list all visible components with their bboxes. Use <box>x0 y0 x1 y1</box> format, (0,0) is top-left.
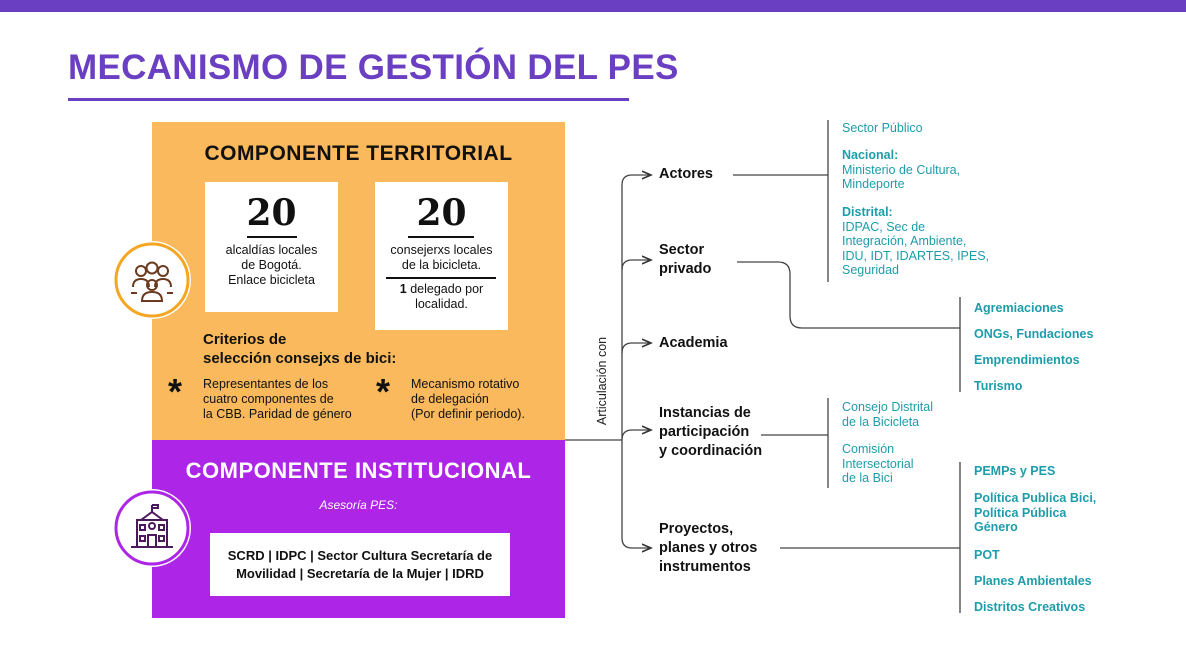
privado-item: ONGs, Fundaciones <box>974 327 1094 341</box>
consejo-distrital: Consejo Distrital de la Bicicleta <box>842 400 933 429</box>
arrow-proyectos <box>621 537 651 548</box>
politica-line: Política Pública <box>974 505 1067 520</box>
title-underline <box>68 98 629 101</box>
page-title: MECANISMO DE GESTIÓN DEL PES <box>68 48 679 87</box>
consejerxs-box <box>375 182 508 330</box>
criteria-title-line: selección consejxs de bici: <box>203 350 397 367</box>
category-sector-privado-line: Sector <box>659 242 705 258</box>
proyectos-item-politica: Política Publica Bici, Política Pública … <box>974 491 1096 535</box>
distrital-line: Integración, Ambiente, <box>842 234 967 248</box>
alcaldias-number-line <box>247 236 297 238</box>
criterion-1-line: Representantes de los <box>203 377 329 391</box>
alcaldias-text-line: de Bogotá. <box>241 258 302 272</box>
delegado-count: 1 <box>399 282 407 296</box>
alcaldias-text-line: alcaldías locales <box>225 243 318 257</box>
criteria-title: Criterios de selección consejxs de bici: <box>203 330 396 368</box>
comision-line: Intersectorial <box>842 456 914 471</box>
privado-item: Emprendimientos <box>974 353 1080 367</box>
proyectos-item-distritos: Distritos Creativos <box>974 600 1086 614</box>
top-accent-bar <box>0 0 1186 12</box>
delegado-line: 1 delegado por <box>375 282 508 297</box>
school-building-icon <box>113 489 191 567</box>
territorial-title: COMPONENTE TERRITORIAL <box>204 142 513 165</box>
asesoria-label: Asesoría PES: <box>319 498 398 512</box>
comision-line: de la Bici <box>842 471 893 485</box>
comision-line: Comisión <box>842 442 895 456</box>
asterisk-icon: * <box>168 371 183 412</box>
politica-line: Política Publica Bici, <box>974 491 1097 505</box>
sector-publico: Sector Público <box>842 121 923 135</box>
people-group-icon <box>113 241 191 319</box>
institutional-members-box: SCRD | IDPC | Sector Cultura Secretaría … <box>210 533 510 596</box>
institutional-title: COMPONENTE INSTITUCIONAL <box>185 458 532 483</box>
criteria-title-line: Criterios de <box>203 331 287 348</box>
arrow-academia <box>621 343 651 354</box>
criterion-2: Mecanismo rotativo de delegación (Por de… <box>411 377 525 422</box>
category-proyectos-line: Proyectos, <box>659 521 734 537</box>
consejo-line: de la Bicicleta <box>842 414 920 429</box>
proyectos-item-ambientales: Planes Ambientales <box>974 574 1092 588</box>
nacional-line: Ministerio de Cultura, <box>842 162 961 177</box>
distrital-block: Distrital: IDPAC, Sec de Integración, Am… <box>842 205 989 278</box>
nacional-label: Nacional: <box>842 148 899 162</box>
privado-connector <box>737 261 960 329</box>
distrital-label: Distrital: <box>842 205 893 219</box>
criterion-1-line: cuatro componentes de <box>203 392 334 406</box>
criterion-2-line: (Por definir periodo). <box>411 407 525 421</box>
alcaldias-text: alcaldías locales de Bogotá. Enlace bici… <box>205 243 338 288</box>
category-instancias-line: Instancias de <box>659 405 751 421</box>
consejerxs-number: 20 <box>416 192 467 234</box>
delegado-text: 1 delegado por localidad. <box>375 282 508 312</box>
arrow-instancias <box>621 430 651 441</box>
criterion-1-line: la CBB. Paridad de género <box>203 407 352 421</box>
criterion-2-line: de delegación <box>411 392 489 406</box>
category-proyectos-line: planes y otros <box>659 540 758 556</box>
distrital-line: IDU, IDT, IDARTES, IPES, <box>842 248 990 263</box>
consejerxs-text-line: de la bicicleta. <box>401 258 482 272</box>
arrow-sector-privado <box>621 260 651 271</box>
delegado-line-text: delegado por <box>406 282 484 296</box>
comision-intersectorial: Comisión Intersectorial de la Bici <box>842 442 914 486</box>
alcaldias-box <box>205 182 338 312</box>
category-actores: Actores <box>659 166 713 182</box>
asterisk-icon: * <box>376 371 391 412</box>
privado-item: Agremiaciones <box>974 301 1064 315</box>
privado-item: Turismo <box>974 379 1023 393</box>
nacional-block: Nacional: Ministerio de Cultura, Mindepo… <box>842 148 960 192</box>
category-proyectos: Proyectos, planes y otros instrumentos <box>659 520 757 577</box>
criterion-1: Representantes de los cuatro componentes… <box>203 377 352 422</box>
consejerxs-text: consejerxs locales de la bicicleta. <box>375 243 508 273</box>
category-sector-privado-line: privado <box>659 261 712 277</box>
category-sector-privado: Sector privado <box>659 241 711 279</box>
category-academia: Academia <box>659 335 728 351</box>
consejo-line: Consejo Distrital <box>842 400 934 414</box>
category-instancias-line: y coordinación <box>659 443 763 459</box>
politica-line: Género <box>974 520 1018 534</box>
consejerxs-text-line: consejerxs locales <box>390 243 493 257</box>
nacional-line: Mindeporte <box>842 177 905 191</box>
alcaldias-text-line: Enlace bicicleta <box>228 273 315 287</box>
consejerxs-divider <box>386 277 496 279</box>
delegado-line: localidad. <box>415 297 468 311</box>
consejerxs-number-line <box>408 236 474 238</box>
members-line: Movilidad | Secretaría de la Mujer | IDR… <box>236 565 484 581</box>
proyectos-item-pot: POT <box>974 548 1000 562</box>
criterion-2-line: Mecanismo rotativo <box>411 377 520 391</box>
category-instancias-line: participación <box>659 424 750 440</box>
members-line: SCRD | IDPC | Sector Cultura Secretaría … <box>227 547 493 563</box>
trunk-curve-top <box>621 174 633 186</box>
alcaldias-number: 20 <box>246 192 297 234</box>
distrital-line: Seguridad <box>842 263 899 277</box>
proyectos-item-pemps: PEMPs y PES <box>974 464 1056 478</box>
category-proyectos-line: instrumentos <box>659 559 751 575</box>
distrital-line: IDPAC, Sec de <box>842 219 926 234</box>
category-instancias: Instancias de participación y coordinaci… <box>659 404 762 461</box>
